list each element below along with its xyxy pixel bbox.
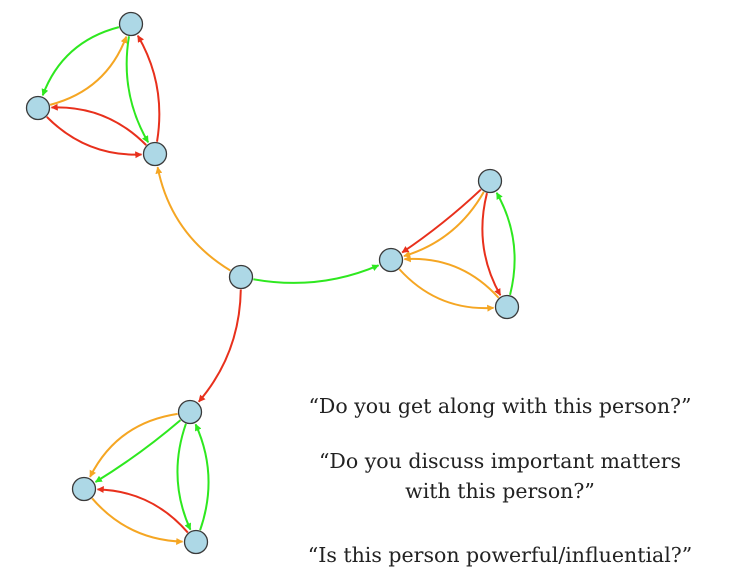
edge-powerful [136,35,161,142]
edge-get-along [398,268,495,312]
edge-powerful [96,486,189,534]
edge-get-along [91,497,184,545]
edge-get-along [49,35,128,106]
edge-powerful [198,289,242,403]
question-powerful: “Is this person powerful/influential?” [307,543,693,567]
node-r-left [378,247,404,273]
edge-powerful [401,188,482,254]
node-b-top [177,399,203,425]
node-b-bottom [183,529,209,555]
question-discuss: “Do you discuss important matters with t… [290,446,710,506]
edge-discuss [253,264,380,284]
edge-powerful [481,192,502,296]
edge-powerful [46,116,143,159]
edge-powerful [50,103,147,146]
edge-discuss [125,36,150,143]
node-r-bottom [494,294,520,320]
edge-discuss [94,419,182,483]
edge-discuss [495,192,516,296]
node-tl-left [25,95,51,121]
edge-layer [41,26,516,545]
edge-get-along [155,166,231,272]
edge-discuss [176,423,192,531]
node-tl-top [118,11,144,37]
node-r-top [477,168,503,194]
question-get-along: “Do you get along with this person?” [308,394,692,418]
edge-get-along [89,412,178,478]
node-b-left [71,476,97,502]
node-tl-bottom [142,141,168,167]
edge-get-along [403,191,485,258]
question-discuss-line-2: with this person?” [405,479,595,503]
edge-get-along [403,255,500,299]
node-hub [228,264,254,290]
question-discuss-line-1: “Do you discuss important matters [318,449,682,473]
node-layer [25,11,520,555]
edge-discuss [194,423,210,531]
edge-discuss [41,26,120,97]
